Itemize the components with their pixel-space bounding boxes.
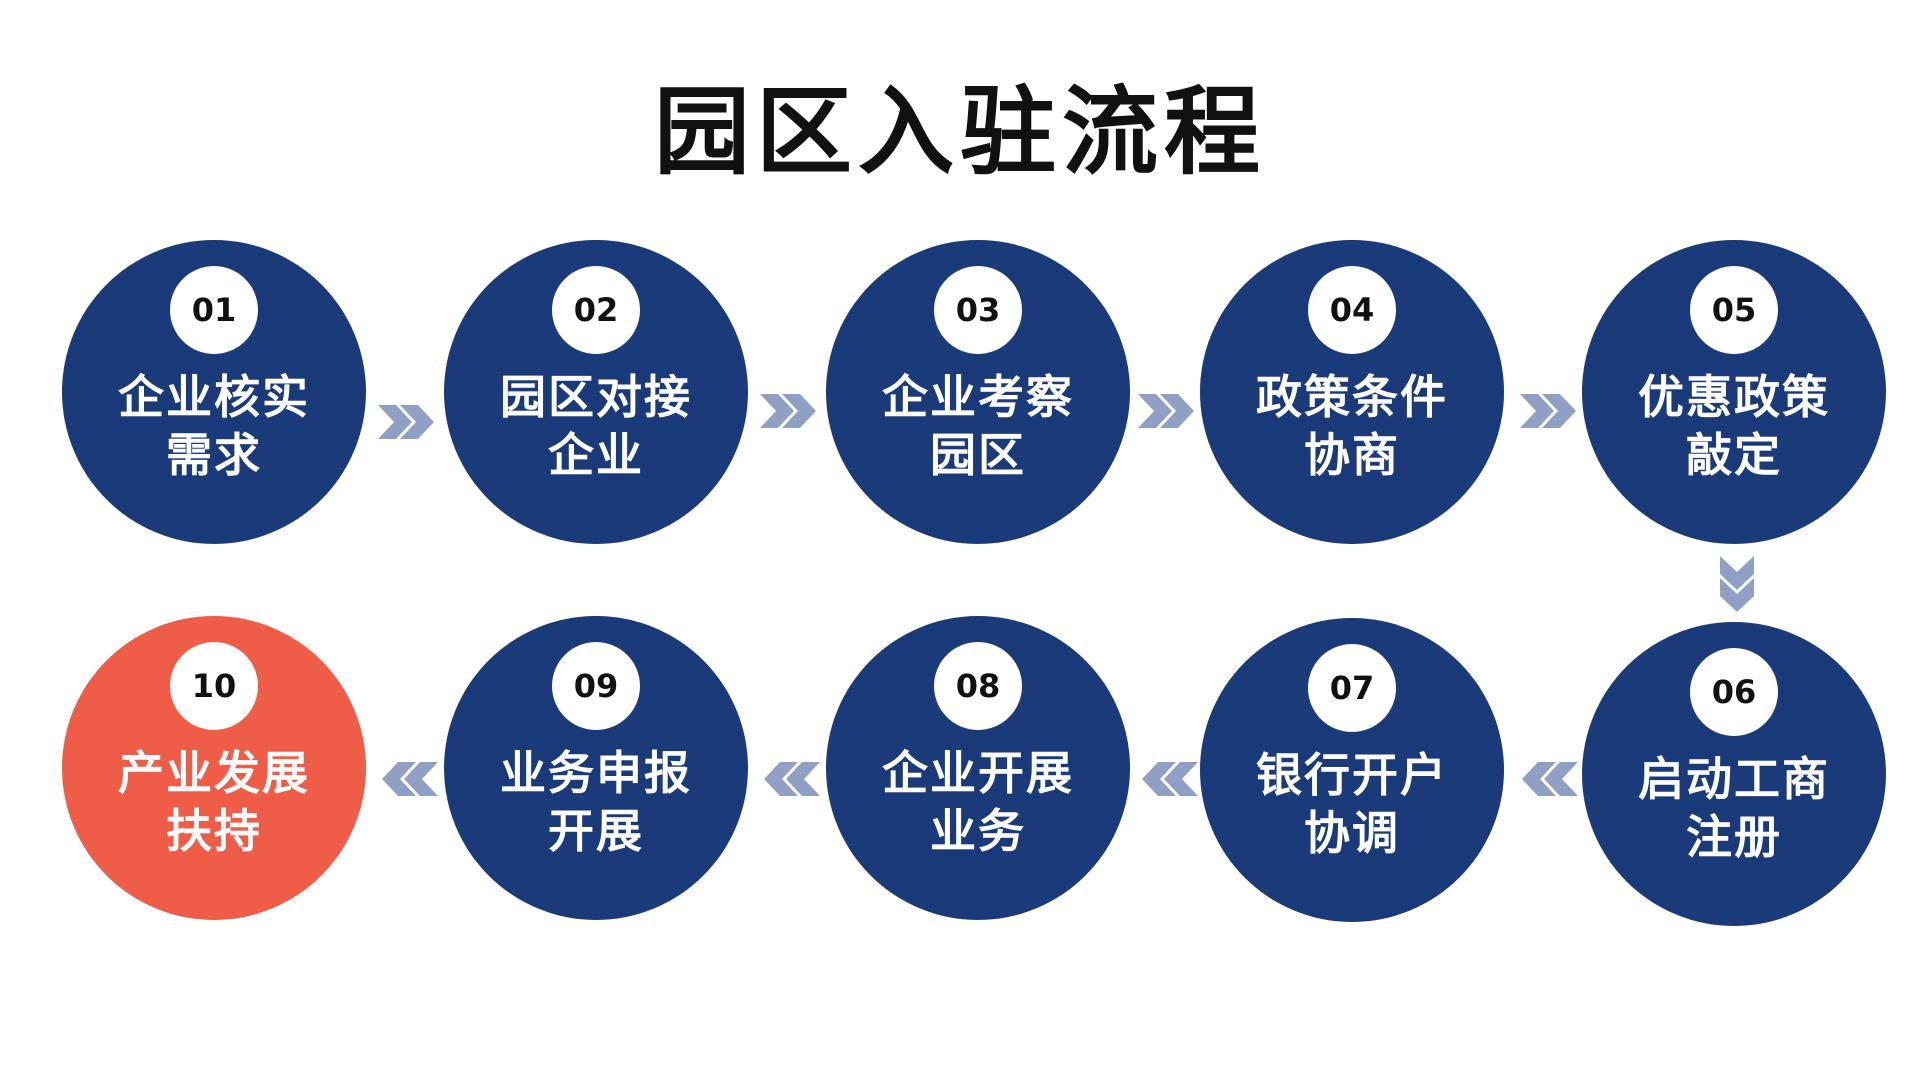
step-label-line1: 企业核实 xyxy=(118,370,310,424)
step-05: 05 优惠政策 敲定 xyxy=(1582,240,1886,544)
step-label-line2: 注册 xyxy=(1686,810,1782,864)
step-label-line2: 扶持 xyxy=(166,804,262,858)
double-chevron-down-icon xyxy=(1720,556,1754,612)
step-label-line1: 政策条件 xyxy=(1256,370,1448,424)
step-label-line1: 启动工商 xyxy=(1638,752,1830,806)
double-chevron-right-icon xyxy=(1520,394,1576,428)
step-label: 企业核实 需求 xyxy=(62,368,366,484)
step-number-badge: 02 xyxy=(552,266,640,354)
step-number-badge: 01 xyxy=(170,266,258,354)
step-04: 04 政策条件 协商 xyxy=(1200,240,1504,544)
step-label-line2: 业务 xyxy=(930,804,1026,858)
step-label: 企业开展 业务 xyxy=(826,744,1130,860)
step-label: 园区对接 企业 xyxy=(444,368,748,484)
step-09: 09 业务申报 开展 xyxy=(444,616,748,920)
step-number-badge: 06 xyxy=(1690,648,1778,736)
step-label-line2: 园区 xyxy=(930,428,1026,482)
step-label-line1: 优惠政策 xyxy=(1638,370,1830,424)
double-chevron-left-icon xyxy=(1522,762,1578,796)
step-label-line1: 企业考察 xyxy=(882,370,1074,424)
step-label: 业务申报 开展 xyxy=(444,744,748,860)
step-label-line2: 开展 xyxy=(548,804,644,858)
step-label-line2: 需求 xyxy=(166,428,262,482)
step-08: 08 企业开展 业务 xyxy=(826,616,1130,920)
step-label-line1: 业务申报 xyxy=(500,746,692,800)
double-chevron-right-icon xyxy=(1138,394,1194,428)
step-03: 03 企业考察 园区 xyxy=(826,240,1130,544)
step-number-badge: 03 xyxy=(934,266,1022,354)
double-chevron-right-icon xyxy=(378,405,434,439)
step-number-badge: 04 xyxy=(1308,266,1396,354)
step-label-line2: 协商 xyxy=(1304,428,1400,482)
step-06: 06 启动工商 注册 xyxy=(1582,622,1886,926)
step-number-badge: 07 xyxy=(1308,644,1396,732)
step-label-line1: 企业开展 xyxy=(882,746,1074,800)
step-label-line2: 企业 xyxy=(548,428,644,482)
page-title: 园区入驻流程 xyxy=(654,76,1266,188)
double-chevron-left-icon xyxy=(764,762,820,796)
step-label-line2: 协调 xyxy=(1304,806,1400,860)
step-number-badge: 10 xyxy=(170,642,258,730)
double-chevron-right-icon xyxy=(760,394,816,428)
step-number-badge: 05 xyxy=(1690,266,1778,354)
double-chevron-left-icon xyxy=(1142,762,1198,796)
step-number-badge: 08 xyxy=(934,642,1022,730)
step-label: 优惠政策 敲定 xyxy=(1582,368,1886,484)
step-label-line1: 园区对接 xyxy=(500,370,692,424)
step-label-line2: 敲定 xyxy=(1686,428,1782,482)
step-label: 银行开户 协调 xyxy=(1200,746,1504,862)
step-label: 企业考察 园区 xyxy=(826,368,1130,484)
step-label: 启动工商 注册 xyxy=(1582,750,1886,866)
step-02: 02 园区对接 企业 xyxy=(444,240,748,544)
step-number-badge: 09 xyxy=(552,642,640,730)
step-07: 07 银行开户 协调 xyxy=(1200,618,1504,922)
step-label-line1: 产业发展 xyxy=(118,746,310,800)
double-chevron-left-icon xyxy=(382,762,438,796)
step-01: 01 企业核实 需求 xyxy=(62,240,366,544)
step-label: 政策条件 协商 xyxy=(1200,368,1504,484)
step-label: 产业发展 扶持 xyxy=(62,744,366,860)
step-label-line1: 银行开户 xyxy=(1256,748,1448,802)
step-10: 10 产业发展 扶持 xyxy=(62,616,366,920)
